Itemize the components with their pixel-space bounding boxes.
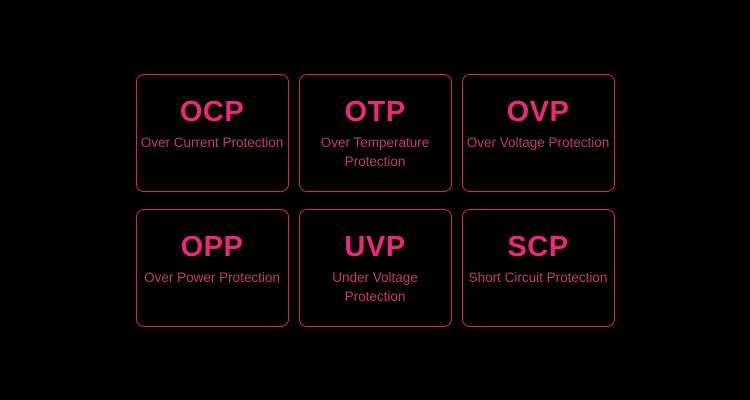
protection-card-scp: SCP Short Circuit Protection bbox=[461, 208, 615, 327]
protection-card-ocp: OCP Over Current Protection bbox=[135, 73, 289, 192]
protection-card-otp: OTP Over Temperature Protection bbox=[298, 73, 452, 192]
protection-acronym-ocp: OCP bbox=[179, 95, 245, 128]
protection-description-ovp: Over Voltage Protection bbox=[466, 135, 610, 151]
protection-description-scp: Short Circuit Protection bbox=[468, 270, 608, 286]
protection-features-grid: OCP Over Current Protection OTP Over Tem… bbox=[135, 73, 615, 327]
protection-description-ocp: Over Current Protection bbox=[140, 135, 284, 151]
protection-card-ovp: OVP Over Voltage Protection bbox=[461, 73, 615, 192]
protection-description-otp: Over Temperature Protection bbox=[320, 135, 430, 170]
protection-card-uvp: UVP Under Voltage Protection bbox=[298, 208, 452, 327]
protection-card-opp: OPP Over Power Protection bbox=[135, 208, 289, 327]
protection-acronym-scp: SCP bbox=[507, 230, 569, 263]
protection-acronym-ovp: OVP bbox=[506, 95, 570, 128]
protection-acronym-otp: OTP bbox=[344, 95, 406, 128]
protection-description-opp: Over Power Protection bbox=[144, 270, 280, 286]
protection-acronym-opp: OPP bbox=[180, 230, 244, 263]
protection-description-uvp: Under Voltage Protection bbox=[332, 270, 418, 305]
protection-acronym-uvp: UVP bbox=[344, 230, 406, 263]
